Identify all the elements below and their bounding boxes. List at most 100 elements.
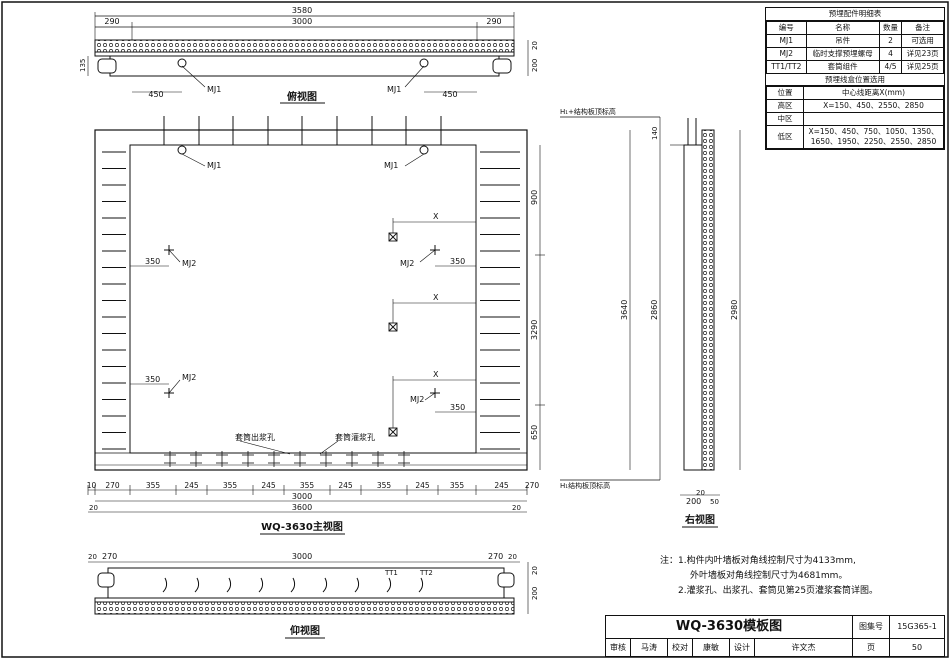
sleeve-curl bbox=[226, 577, 232, 593]
label-grout-out: 套筒出浆孔 bbox=[235, 432, 275, 442]
table-cell: 套筒组件 bbox=[805, 59, 880, 74]
dim-right-h2860: 2860 bbox=[650, 300, 659, 320]
dim-main-h-bot: 650 bbox=[530, 425, 539, 440]
dim-mj2-d: 350 bbox=[450, 403, 465, 412]
table-cell: 可选用 bbox=[901, 33, 944, 48]
dim-top-mid: 3000 bbox=[292, 17, 312, 26]
dim-top-total: 3580 bbox=[292, 6, 312, 15]
dim-segment: 245 bbox=[338, 481, 353, 490]
main-view: MJ1 MJ1 MJ2 MJ2 MJ2 MJ2 350 350 350 350 bbox=[87, 116, 545, 535]
table2-cell: X=150、450、2550、2850 bbox=[803, 99, 944, 113]
title-block: WQ-3630模板图 图集号 15G365-1 审核 马涛 校对 康敏 设计 许… bbox=[605, 615, 945, 657]
dim-segment: 355 bbox=[146, 481, 161, 490]
label-mj1-main-left: MJ1 bbox=[207, 161, 221, 170]
dim-right-h2980: 2980 bbox=[730, 300, 739, 320]
dim-bot-l270: 270 bbox=[102, 552, 117, 561]
dim-bot-mid: 3000 bbox=[292, 552, 312, 561]
label-x-high: X bbox=[433, 212, 439, 221]
sleeve-curl bbox=[258, 577, 264, 593]
dim-bot-r20: 20 bbox=[508, 553, 517, 561]
main-view-title: WQ-3630主视图 bbox=[261, 520, 343, 533]
dim-segment: 245 bbox=[494, 481, 509, 490]
dim-top-h2: 200 bbox=[531, 59, 539, 72]
dim-segment: 355 bbox=[377, 481, 392, 490]
label-mj2-a: MJ2 bbox=[182, 259, 196, 268]
table-head-qty: 数量 bbox=[878, 20, 903, 35]
signoff-name: 许文杰 bbox=[755, 639, 853, 656]
label-mj2-d: MJ2 bbox=[410, 395, 424, 404]
dim-mj2-c: 350 bbox=[145, 375, 160, 384]
signoff-role: 审核 bbox=[606, 639, 631, 656]
dim-top-mj-left: 450 bbox=[148, 90, 163, 99]
sleeve-curl bbox=[386, 577, 392, 593]
table2-cell: 高区 bbox=[766, 99, 804, 113]
label-mj1-main-right: MJ1 bbox=[384, 161, 398, 170]
table-head-no: 编号 bbox=[766, 20, 807, 35]
label-mj2-b: MJ2 bbox=[400, 259, 414, 268]
right-view: H₁+结构板顶标高 H₁结构板顶标高 140 3640 2860 2980 20… bbox=[560, 107, 741, 528]
table2-cell: 低区 bbox=[766, 125, 804, 149]
table-cell: 详见23页 bbox=[901, 46, 944, 61]
label-mj1-top-right: MJ1 bbox=[387, 85, 401, 94]
table-cell: 4/5 bbox=[878, 59, 903, 74]
label-floor-bot: H₁结构板顶标高 bbox=[560, 481, 610, 490]
bottom-view-title: 仰视图 bbox=[290, 624, 320, 637]
table-cell: TT1/TT2 bbox=[766, 59, 807, 74]
sleeve-curl bbox=[194, 577, 200, 593]
dim-right-w50: 50 bbox=[710, 498, 719, 506]
atlas-label: 图集号 bbox=[853, 616, 890, 639]
dim-segment: 10 bbox=[87, 481, 97, 490]
table2-cell: X=150、450、750、1050、1350、1650、1950、2250、2… bbox=[803, 125, 944, 149]
bottom-view: 20 270 3000 270 20 TT1 TT2 20 200 仰视图 bbox=[88, 552, 539, 639]
dim-bot-r270: 270 bbox=[488, 552, 503, 561]
dim-right-h3640: 3640 bbox=[620, 300, 629, 320]
label-x-low: X bbox=[433, 370, 439, 379]
table-cell: MJ2 bbox=[766, 46, 807, 61]
dim-segment: 245 bbox=[415, 481, 430, 490]
label-floor-top: H₁+结构板顶标高 bbox=[560, 107, 616, 116]
sleeve-curl bbox=[322, 577, 328, 593]
dim-bot-h20: 20 bbox=[531, 566, 539, 575]
dim-bot-l20: 20 bbox=[88, 553, 97, 561]
table-caption-2: 预埋线盒位置选用 bbox=[766, 74, 944, 86]
top-view-title: 俯视图 bbox=[287, 90, 317, 103]
note-2: 2.灌浆孔、出浆孔、套筒见第25页灌浆套筒详图。 bbox=[678, 586, 879, 596]
dim-segment: 355 bbox=[450, 481, 465, 490]
dim-segment: 270 bbox=[525, 481, 540, 490]
dim-top-mj-right: 450 bbox=[442, 90, 457, 99]
table-cell: 吊件 bbox=[805, 33, 880, 48]
label-grout-in: 套筒灌浆孔 bbox=[335, 432, 375, 442]
dim-segment: 355 bbox=[300, 481, 315, 490]
dim-top-left: 290 bbox=[104, 17, 119, 26]
dim-segment: 355 bbox=[223, 481, 238, 490]
dim-segment: 245 bbox=[261, 481, 276, 490]
table2-cell: 中区 bbox=[766, 112, 804, 126]
dim-top-h3: 20 bbox=[531, 41, 539, 50]
signoff-name: 马涛 bbox=[631, 639, 668, 656]
table2-head-x: 中心线距离X(mm) bbox=[803, 86, 944, 100]
sleeve-curl bbox=[290, 577, 296, 593]
table-head-note: 备注 bbox=[901, 20, 944, 35]
dim-segment: 245 bbox=[184, 481, 199, 490]
note-1: 注：1.构件内叶墙板对角线控制尺寸为4133mm, bbox=[660, 556, 856, 566]
dim-right-h140: 140 bbox=[651, 127, 659, 140]
label-tt1: TT1 bbox=[384, 569, 398, 577]
dim-bot-h200: 200 bbox=[531, 587, 539, 600]
dim-main-h-top: 900 bbox=[530, 190, 539, 205]
table-cell: 临时支撑预埋螺母 bbox=[805, 46, 880, 61]
dim-segment: 270 bbox=[105, 481, 120, 490]
table-cell: MJ1 bbox=[766, 33, 807, 48]
table-caption-1: 预埋配件明细表 bbox=[766, 8, 944, 21]
label-mj2-c: MJ2 bbox=[182, 373, 196, 382]
dim-main-h-mid: 3290 bbox=[530, 320, 539, 340]
table-cell: 详见25页 bbox=[901, 59, 944, 74]
dim-right-w200: 200 bbox=[686, 497, 701, 506]
dim-right-w20: 20 bbox=[696, 489, 705, 497]
table-cell: 2 bbox=[878, 33, 903, 48]
sleeve-curl bbox=[162, 577, 168, 593]
label-mj1-top-left: MJ1 bbox=[207, 85, 221, 94]
atlas-number: 15G365-1 bbox=[890, 616, 944, 639]
dim-mj2-b: 350 bbox=[450, 257, 465, 266]
dim-main-w20-left: 20 bbox=[89, 504, 98, 512]
table2-cell bbox=[803, 112, 944, 126]
